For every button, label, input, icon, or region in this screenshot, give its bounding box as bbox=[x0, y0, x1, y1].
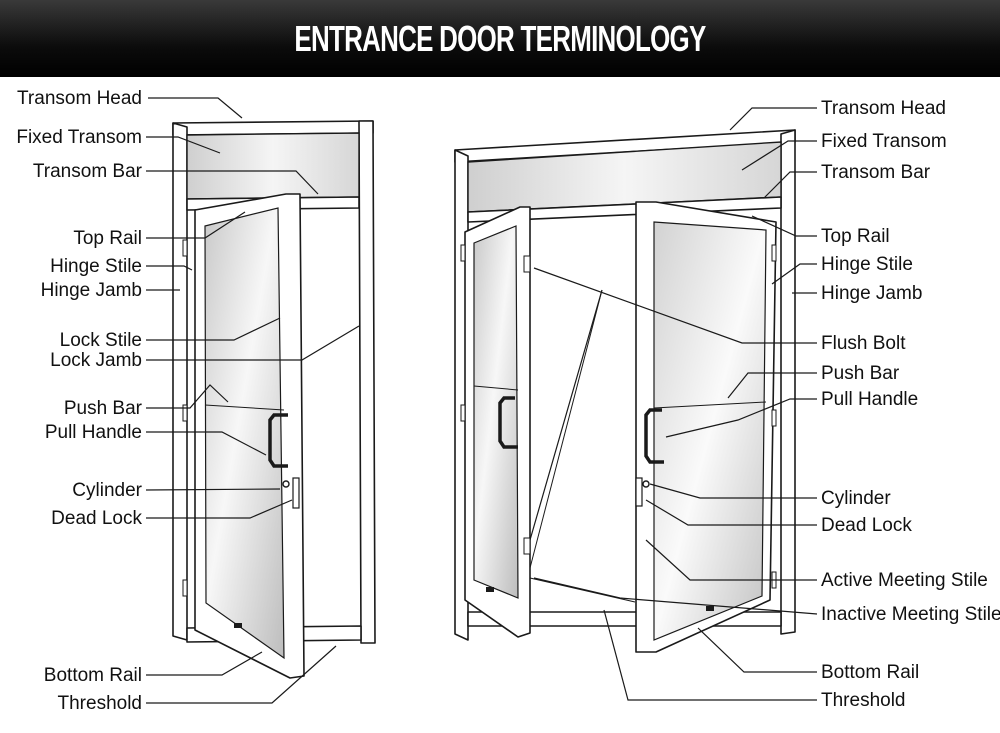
page-title: ENTRANCE DOOR TERMINOLOGY bbox=[294, 18, 706, 59]
label-right-hinge-jamb: Hinge Jamb bbox=[821, 283, 922, 304]
leader-left-pull-handle bbox=[146, 431, 267, 456]
label-right-pull-handle: Pull Handle bbox=[821, 389, 918, 410]
leader-left-lock-stile bbox=[146, 317, 281, 341]
left-labels: Transom Head Fixed Transom Transom Bar T… bbox=[16, 88, 142, 714]
leader-right-bottom-rail bbox=[697, 627, 817, 673]
leader-right-top-rail bbox=[751, 215, 817, 237]
left-door-glass bbox=[204, 207, 285, 660]
leader-right-transom-head bbox=[729, 107, 817, 131]
label-left-threshold: Threshold bbox=[58, 693, 143, 714]
label-left-lock-stile: Lock Stile bbox=[60, 330, 142, 351]
active-door-glass bbox=[653, 221, 767, 641]
leader-left-lock-jamb bbox=[146, 325, 360, 361]
label-right-push-bar: Push Bar bbox=[821, 363, 900, 384]
right-hinge-3 bbox=[771, 244, 777, 262]
flush-bolt-bottom bbox=[523, 537, 531, 555]
left-fixed-transom-glass bbox=[186, 132, 360, 200]
leader-right-threshold bbox=[603, 609, 817, 701]
leader-left-top-rail bbox=[146, 211, 246, 239]
label-left-hinge-stile: Hinge Stile bbox=[50, 256, 142, 277]
left-hinge-jamb bbox=[172, 122, 188, 641]
flush-bolt-top bbox=[523, 255, 531, 273]
right-hinge-2 bbox=[460, 404, 466, 422]
leader-right-flush-bolt bbox=[533, 267, 817, 344]
label-right-hinge-stile: Hinge Stile bbox=[821, 254, 913, 275]
label-left-cylinder: Cylinder bbox=[72, 480, 142, 501]
inactive-swing-line bbox=[529, 289, 603, 569]
label-right-transom-bar: Transom Bar bbox=[821, 162, 931, 183]
label-left-hinge-jamb: Hinge Jamb bbox=[41, 280, 142, 301]
label-left-transom-bar: Transom Bar bbox=[33, 161, 143, 182]
right-labels: Transom Head Fixed Transom Transom Bar T… bbox=[821, 98, 1000, 711]
inactive-push-bar bbox=[473, 385, 519, 391]
active-push-bar bbox=[653, 401, 767, 409]
leader-left-dead-lock bbox=[146, 499, 293, 519]
single-door-illustration bbox=[172, 120, 376, 679]
label-left-push-bar: Push Bar bbox=[64, 398, 143, 419]
leader-right-push-bar bbox=[727, 372, 817, 399]
label-right-transom-head: Transom Head bbox=[821, 98, 946, 119]
label-right-dead-lock: Dead Lock bbox=[821, 515, 912, 536]
leader-right-transom-bar bbox=[763, 171, 817, 199]
leader-left-transom-head bbox=[148, 97, 243, 119]
label-right-bottom-rail: Bottom Rail bbox=[821, 662, 919, 683]
leader-right-hinge-stile bbox=[771, 263, 817, 285]
left-pivot bbox=[234, 623, 242, 628]
label-right-fixed-transom: Fixed Transom bbox=[821, 131, 947, 152]
label-left-pull-handle: Pull Handle bbox=[45, 422, 142, 443]
leader-left-transom-bar bbox=[146, 170, 319, 195]
leader-right-dead-lock bbox=[645, 499, 817, 526]
double-door-illustration bbox=[454, 129, 796, 653]
left-hinge-top bbox=[182, 239, 188, 257]
leader-left-bottom-rail bbox=[146, 651, 263, 676]
label-right-active-meeting-stile: Active Meeting Stile bbox=[821, 570, 988, 591]
label-left-fixed-transom: Fixed Transom bbox=[16, 127, 142, 148]
label-right-top-rail: Top Rail bbox=[821, 226, 890, 247]
right-hinge-1 bbox=[460, 244, 466, 262]
active-dead-lock bbox=[635, 477, 643, 507]
left-leaders bbox=[145, 97, 360, 704]
leader-right-fixed-transom bbox=[741, 140, 817, 171]
left-dead-lock bbox=[292, 477, 300, 509]
label-left-lock-jamb: Lock Jamb bbox=[50, 350, 142, 371]
left-hinge-bottom bbox=[182, 579, 188, 597]
inactive-pull-handle bbox=[498, 396, 518, 449]
leader-right-flush-bolt-bottom bbox=[529, 289, 603, 541]
right-hinge-jamb-right bbox=[780, 129, 796, 635]
label-right-inactive-meeting-stile: Inactive Meeting Stile bbox=[821, 604, 1000, 625]
right-leaders bbox=[529, 107, 818, 701]
active-cylinder bbox=[642, 480, 650, 488]
leader-left-threshold bbox=[146, 645, 337, 704]
label-left-transom-head: Transom Head bbox=[17, 88, 142, 109]
right-transom-bar bbox=[467, 196, 782, 223]
left-cylinder bbox=[282, 480, 290, 488]
left-push-bar bbox=[204, 404, 285, 411]
left-lock-jamb bbox=[358, 120, 376, 644]
leader-left-push-bar bbox=[146, 384, 229, 409]
leader-right-active-meeting-stile bbox=[645, 539, 817, 581]
inactive-door-glass bbox=[473, 225, 519, 599]
right-hinge-4 bbox=[771, 409, 777, 427]
inactive-pivot bbox=[486, 587, 494, 592]
label-right-cylinder: Cylinder bbox=[821, 488, 891, 509]
left-hinge-mid bbox=[182, 404, 188, 422]
leader-left-hinge-stile bbox=[146, 265, 193, 271]
label-left-bottom-rail: Bottom Rail bbox=[44, 665, 142, 686]
label-right-threshold: Threshold bbox=[821, 690, 906, 711]
active-pivot bbox=[706, 606, 714, 611]
active-pull-handle bbox=[644, 408, 664, 464]
leader-right-inactive-meeting-stile bbox=[533, 577, 818, 615]
leader-left-fixed-transom bbox=[146, 136, 221, 154]
label-left-dead-lock: Dead Lock bbox=[51, 508, 142, 529]
leader-right-pull-handle bbox=[665, 398, 817, 438]
leader-right-cylinder bbox=[649, 483, 817, 499]
leader-left-cylinder bbox=[145, 488, 281, 491]
left-pull-handle bbox=[268, 413, 288, 468]
title-bar: ENTRANCE DOOR TERMINOLOGY bbox=[0, 0, 1000, 77]
label-left-top-rail: Top Rail bbox=[73, 228, 142, 249]
label-right-flush-bolt: Flush Bolt bbox=[821, 333, 906, 354]
